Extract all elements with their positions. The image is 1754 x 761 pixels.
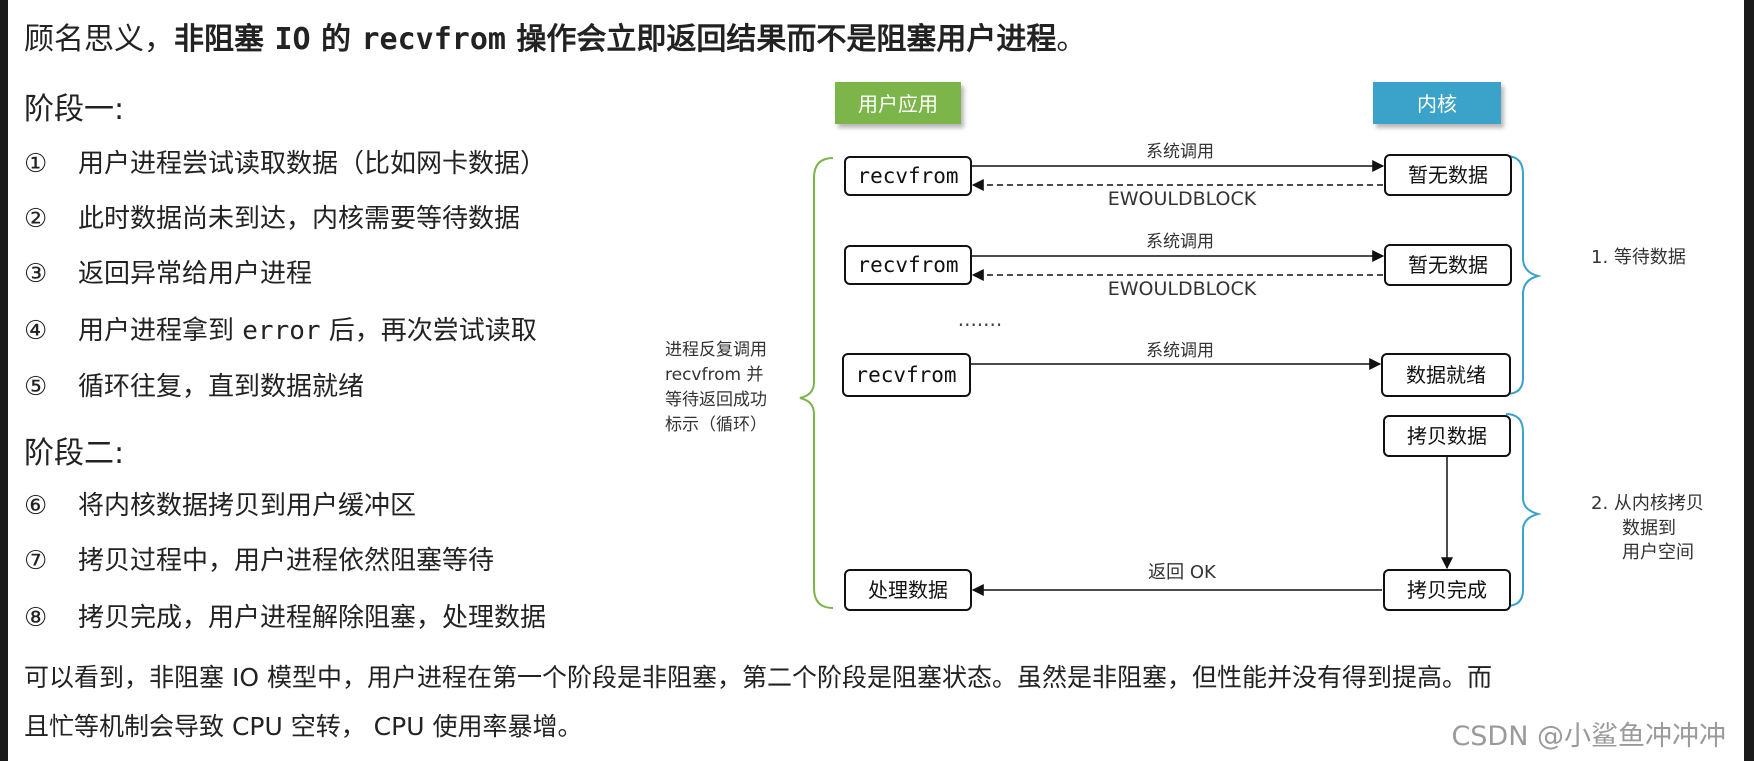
syscall-label-1: 系统调用 (1146, 142, 1214, 162)
intro-sentence: 顾名思义，非阻塞 IO 的 recvfrom 操作会立即返回结果而不是阻塞用户进… (24, 22, 1087, 57)
nonblocking-io-diagram: 用户应用 内核 recvfrom 暂无数据 系统调用 EWOULDBLOCK r… (665, 82, 1704, 611)
svg-text:标示（循环）: 标示（循环） (665, 415, 767, 435)
phase1-brace (1505, 155, 1542, 395)
kernel-header: 内核 (1373, 82, 1501, 124)
stage1-title: 阶段一: (24, 92, 125, 127)
phase2-brace (1505, 413, 1542, 607)
no-data-box-1: 暂无数据 (1384, 154, 1512, 196)
svg-text:recvfrom: recvfrom (855, 363, 956, 387)
user-app-header: 用户应用 (835, 82, 961, 124)
stage2-title: 阶段二: (24, 436, 125, 471)
svg-text:内核: 内核 (1417, 92, 1457, 116)
left-loop-note: 进程反复调用 recvfrom 并 等待返回成功 标示（循环） (665, 340, 767, 435)
copy-data-box: 拷贝数据 (1383, 415, 1511, 457)
repeat-ellipsis: ....... (958, 307, 1003, 331)
ewouldblock-label-2: EWOULDBLOCK (1108, 278, 1257, 300)
ewouldblock-label-1: EWOULDBLOCK (1108, 188, 1257, 210)
syscall-label-3: 系统调用 (1146, 341, 1214, 361)
recvfrom-box-3: recvfrom (842, 353, 971, 397)
svg-text:用户空间: 用户空间 (1622, 542, 1694, 563)
conclusion-line-1: 可以看到，非阻塞 IO 模型中，用户进程在第一个阶段是非阻塞，第二个阶段是阻塞状… (24, 663, 1492, 692)
return-ok-label: 返回 OK (1148, 562, 1217, 583)
svg-text:进程反复调用: 进程反复调用 (665, 340, 767, 360)
slide-page: 顾名思义，非阻塞 IO 的 recvfrom 操作会立即返回结果而不是阻塞用户进… (8, 0, 1744, 761)
conclusion-line-2: 且忙等机制会导致 CPU 空转， CPU 使用率暴增。 (24, 712, 583, 741)
svg-text:拷贝完成: 拷贝完成 (1407, 578, 1487, 602)
svg-text:等待返回成功: 等待返回成功 (665, 390, 767, 410)
svg-text:拷贝数据: 拷贝数据 (1407, 424, 1487, 448)
copy-done-box: 拷贝完成 (1383, 569, 1511, 611)
svg-text:暂无数据: 暂无数据 (1408, 163, 1488, 187)
svg-text:数据就绪: 数据就绪 (1406, 363, 1486, 387)
process-data-box: 处理数据 (844, 569, 972, 611)
svg-text:用户应用: 用户应用 (858, 92, 938, 116)
svg-text:2. 从内核拷贝: 2. 从内核拷贝 (1591, 493, 1704, 514)
syscall-label-2: 系统调用 (1146, 232, 1214, 252)
recvfrom-box-2: recvfrom (844, 245, 972, 285)
left-brace (799, 157, 834, 609)
svg-text:数据到: 数据到 (1622, 518, 1676, 539)
svg-text:recvfrom: recvfrom (857, 164, 958, 188)
csdn-watermark: CSDN @小鲨鱼冲冲冲 (1451, 721, 1726, 752)
svg-text:暂无数据: 暂无数据 (1408, 253, 1488, 277)
no-data-box-2: 暂无数据 (1384, 244, 1512, 286)
data-ready-box: 数据就绪 (1381, 353, 1511, 397)
phase2-note: 2. 从内核拷贝 数据到 用户空间 (1591, 493, 1704, 563)
phase1-note: 1. 等待数据 (1591, 247, 1686, 268)
svg-text:recvfrom 并: recvfrom 并 (665, 365, 763, 385)
svg-text:recvfrom: recvfrom (857, 253, 958, 277)
recvfrom-box-1: recvfrom (844, 156, 972, 196)
svg-text:处理数据: 处理数据 (868, 578, 948, 602)
